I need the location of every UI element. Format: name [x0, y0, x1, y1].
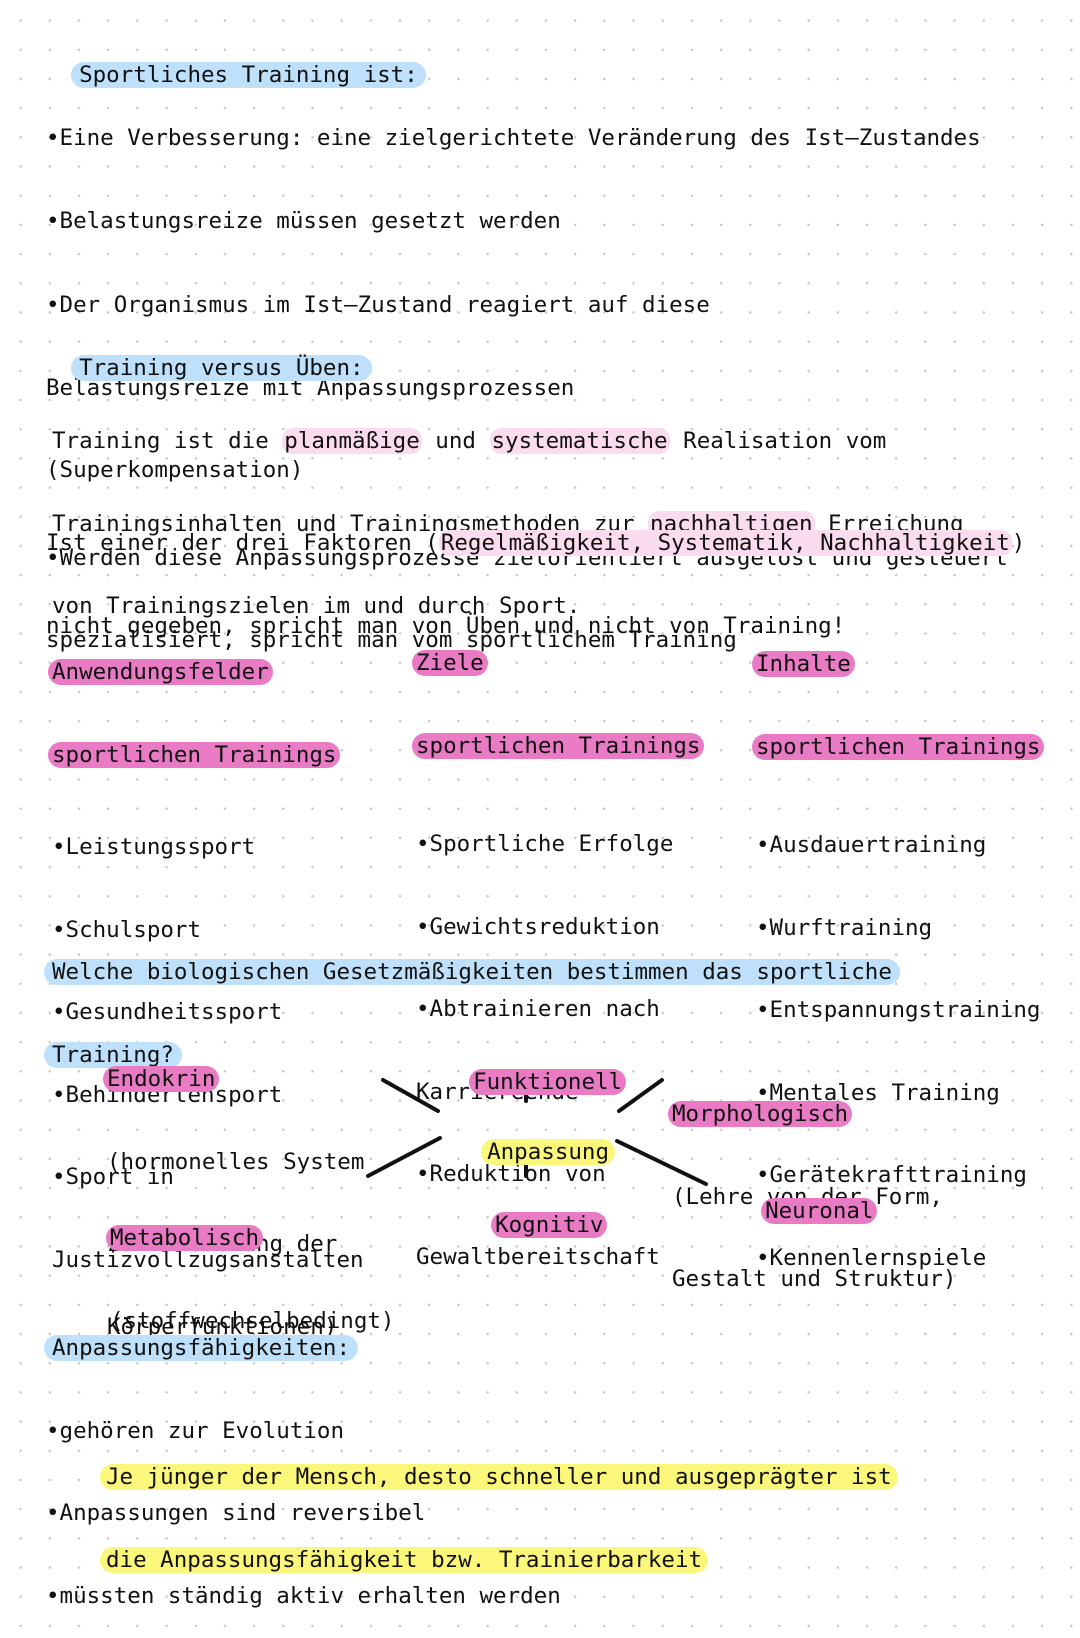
mindmap-node-metabolisch: Metabolisch (stoffwechselbedingt): [106, 1170, 394, 1363]
list-item: •Leistungssport: [52, 834, 256, 860]
section1-list: •Eine Verbesserung: eine zielgerichtete …: [46, 70, 1008, 682]
list-item-continued: Gewaltbereitschaft: [416, 1243, 660, 1270]
list-item: •Belastungsreize müssen gesetzt werden: [46, 207, 561, 234]
list-item: •Eine Verbesserung: eine zielgerichtete …: [46, 125, 981, 151]
mindmap-node-funktionell: Funktionell: [446, 1041, 627, 1096]
connector-metabolisch: [366, 1136, 442, 1178]
column-ziele: Ziele sportlichen Trainings •Sportliche …: [412, 595, 705, 1299]
three-factors-paragraph: Ist einer der drei Faktoren (Regelmäßigk…: [46, 530, 1026, 639]
column-title: sportlichen Trainings: [48, 741, 341, 768]
list-item: •Wurftraining: [756, 914, 933, 941]
keyword-three-factors: Regelmäßigkeit, Systematik, Nachhaltigke…: [438, 530, 1012, 556]
section-heading: Anpassungsfähigkeiten:: [44, 1335, 359, 1361]
biology-question: Welche biologischen Gesetzmäßigkeiten be…: [44, 904, 900, 1097]
node-label: Morphologisch: [668, 1101, 853, 1127]
list-item: •Gerätekrafttraining: [756, 1162, 1027, 1188]
mindmap-node-kognitiv: Kognitiv: [468, 1184, 608, 1239]
list-item-continued: (Superkompensation): [46, 457, 304, 483]
list-item: •Ausdauertraining: [756, 832, 987, 858]
list-item: •Anpassungen sind reversibel: [46, 1500, 426, 1526]
column-title: sportlichen Trainings: [412, 732, 705, 759]
list-item: •Schulsport: [52, 916, 202, 943]
list-item: •Entspannungstraining: [756, 997, 1041, 1023]
section-heading-sportliches-training: Sportliches Training ist:: [52, 34, 426, 89]
list-item: •Der Organismus im Ist–Zustand reagiert …: [46, 292, 710, 318]
list-item: •Abtrainieren nach: [416, 996, 660, 1022]
list-item: •Reduktion von: [416, 1161, 606, 1187]
mindmap-center-anpassung: Anpassung: [460, 1111, 616, 1166]
column-title: Inhalte: [752, 651, 855, 677]
column-anwendungsfelder: Anwendungsfelder sportlichen Trainings •…: [48, 604, 364, 1302]
column-inhalte: Inhalte sportlichen Trainings •Ausdauert…: [752, 596, 1045, 1300]
node-label: Endokrin: [103, 1066, 220, 1092]
key-statement-trainierbarkeit: Je jünger der Mensch, desto schneller un…: [100, 1409, 898, 1602]
list-item-continued: spezialisiert, spricht man vom sportlich…: [46, 627, 737, 653]
list-item: •Kennenlernspiele: [756, 1244, 987, 1271]
list-item: •Gesundheitssport: [52, 999, 283, 1025]
connector-endokrin: [381, 1078, 440, 1113]
list-item: •Sport in: [52, 1164, 174, 1190]
keyword-planmaessige: planmäßige: [282, 428, 422, 454]
node-label: Metabolisch: [106, 1225, 264, 1251]
section-heading-training-versus-ueben: Training versus Üben:: [52, 327, 372, 382]
list-item: •Gewichtsreduktion: [416, 913, 660, 940]
connector-morphologisch: [617, 1078, 664, 1113]
column-title: Ziele: [412, 650, 488, 676]
connector-neuronal: [615, 1139, 708, 1186]
list-item: •gehören zur Evolution: [46, 1417, 345, 1444]
mindmap-node-neuronal: Neuronal: [738, 1170, 878, 1225]
list-item: •Sportliche Erfolge: [416, 831, 674, 857]
column-title: Anwendungsfelder: [48, 659, 273, 685]
column-title: sportlichen Trainings: [752, 733, 1045, 760]
keyword-systematische: systematische: [489, 428, 670, 454]
